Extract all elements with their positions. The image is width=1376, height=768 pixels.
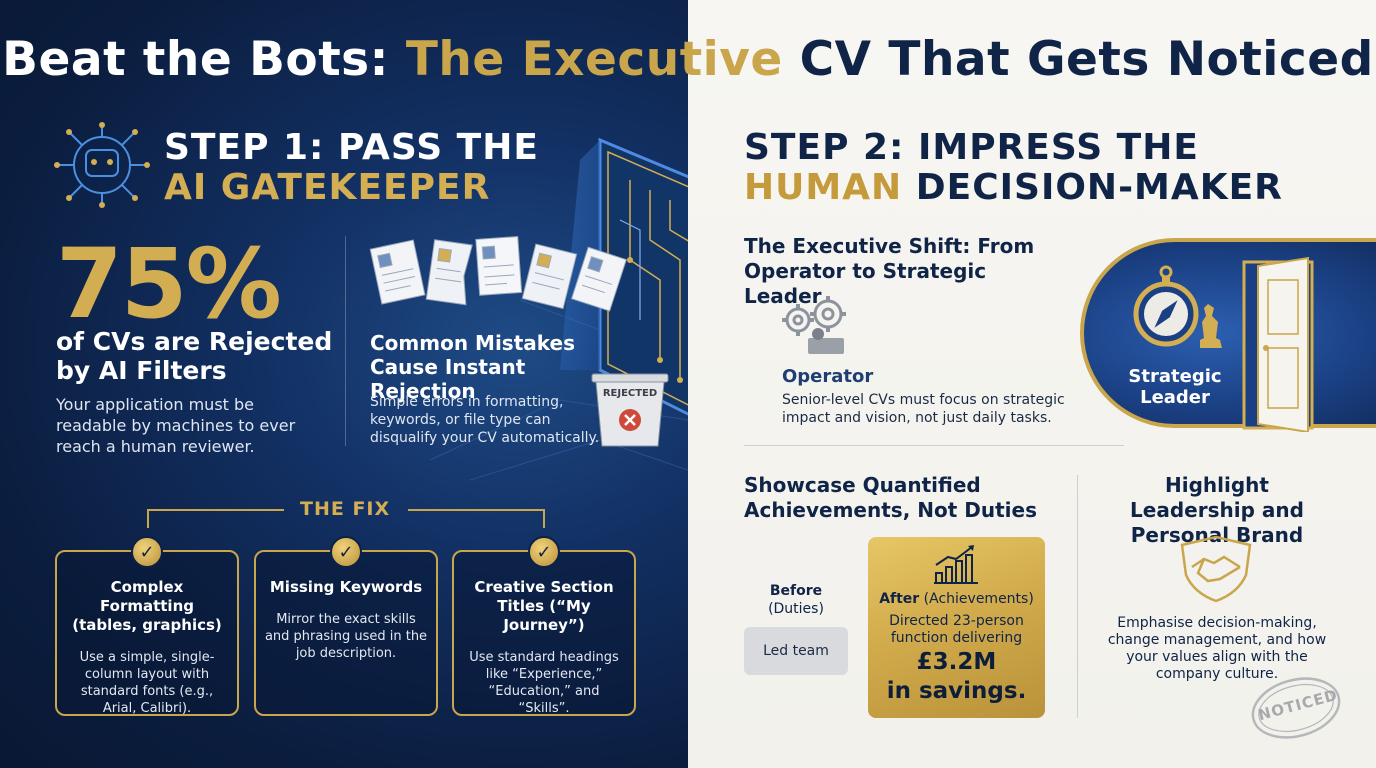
fix-bracket [147,509,545,528]
fix-card-heading: Missing Keywords [269,578,423,596]
after-label: After (Achievements) [868,591,1045,607]
fix-label: THE FIX [300,498,391,520]
rejected-label: REJECTED [602,388,658,399]
torn-cv-papers-icon [369,236,627,312]
handshake-shield-icon [1180,535,1252,603]
rejected-bin-icon: REJECTED [590,372,670,448]
check-icon: ✓ [330,536,362,568]
divider [345,236,346,446]
title-part1: Beat the Bots: [2,32,406,87]
fix-card-heading: Complex Formatting (tables, graphics) [72,578,222,634]
fix-card-body: Mirror the exact skills and phrasing use… [264,612,428,661]
operator-body: Senior-level CVs must focus on strategic… [782,392,1065,426]
step2-heading: STEP 2: IMPRESS THE HUMAN DECISION-MAKER [744,128,1283,208]
title-part3: tive CV That Gets Noticed [679,32,1374,87]
after-description: Directed 23-person function delivering [889,613,1024,646]
left-panel: STEP 1: PASS THE AI GATEKEEPER 75% of CV… [0,0,688,768]
mistakes-body: Simple errors in formatting, keywords, o… [370,394,600,446]
after-title: After [879,591,920,607]
step2-line1: STEP 2: IMPRESS THE [744,127,1199,168]
compass-chess-icon [1133,265,1222,348]
divider [744,445,1124,446]
after-subtitle: (Achievements) [919,591,1034,607]
strategic-leader-badge [1080,238,1376,428]
after-amount: £3.2M in savings. [868,648,1045,706]
step2-line2-rest: DECISION-MAKER [902,167,1283,208]
fix-card-heading: Creative Section Titles (“My Journey”) [474,578,614,634]
strategic-leader-label: Strategic Leader [1128,366,1222,408]
achievements-heading: Showcase Quantified Achievements, Not Du… [744,473,1037,522]
rejection-body: Your application must be readable by mac… [56,395,296,456]
before-label: Before (Duties) [760,582,832,618]
fix-card-formatting: Complex Formatting (tables, graphics) Us… [55,550,239,716]
fix-card-body: Use standard headings like “Experience,”… [469,650,619,716]
growth-chart-icon [934,545,978,584]
operator-label: Operator [782,366,874,387]
check-icon: ✓ [131,536,163,568]
step2-line2-gold: HUMAN [744,167,903,208]
open-door-icon [1242,256,1314,432]
leadership-body: Emphasise decision-making, change manage… [1107,615,1327,682]
step1-line2: AI GATEKEEPER [164,167,491,208]
executive-shift-heading: The Executive Shift: From Operator to St… [744,234,1035,308]
after-amount-value: £3.2M [916,649,997,675]
rejection-stat: 75% [56,228,282,340]
divider [1077,475,1078,718]
rejection-heading: of CVs are Rejected by AI Filters [56,327,333,385]
step1-heading: STEP 1: PASS THE AI GATEKEEPER [164,128,539,208]
check-icon: ✓ [528,536,560,568]
step1-line1: STEP 1: PASS THE [164,127,539,168]
leadership-heading: Highlight Leadership and Personal Brand [1130,473,1304,547]
circuit-door-icon [560,137,688,416]
robot-icon [54,122,150,208]
before-example: Led team [744,627,848,675]
before-subtitle: (Duties) [768,601,824,617]
gears-icon [782,296,846,354]
after-example: After (Achievements) Directed 23-person … [868,537,1045,718]
page-title: Beat the Bots: The Executive CV That Get… [0,32,1376,87]
before-title: Before [769,583,823,599]
fix-card-keywords: Missing Keywords Mirror the exact skills… [254,550,438,716]
mistakes-heading: Common Mistakes Cause Instant Rejection [370,331,575,403]
title-part2: The Execu [405,32,680,87]
fix-card-section-titles: Creative Section Titles (“My Journey”) U… [452,550,636,716]
noticed-stamp-icon [1251,677,1341,739]
after-amount-suffix: in savings. [886,678,1027,704]
fix-card-body: Use a simple, single-column layout with … [79,650,215,716]
